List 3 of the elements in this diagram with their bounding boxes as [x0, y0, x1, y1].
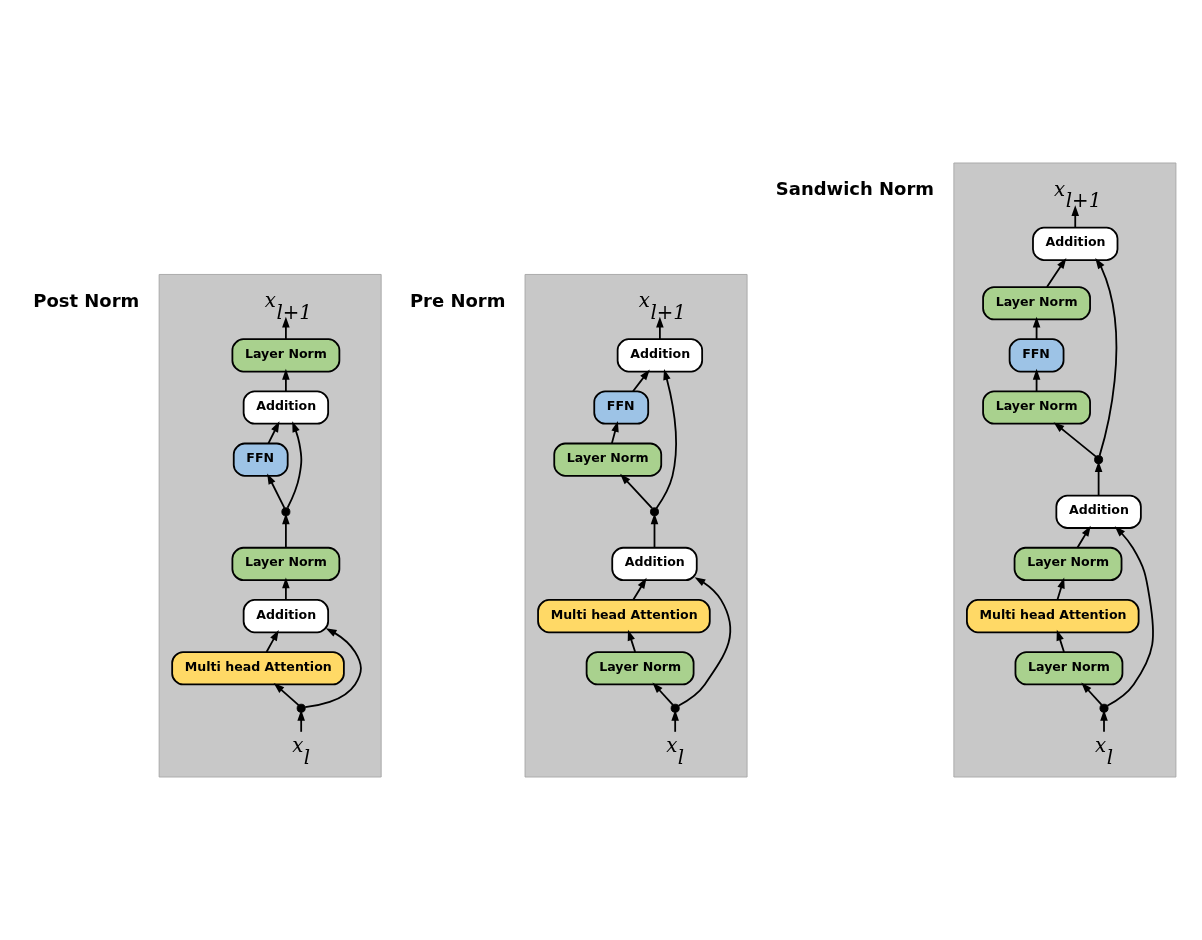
- label: Pre Norm: [409, 289, 506, 311]
- label: Sandwich Norm: [775, 178, 935, 200]
- label: Post Norm: [33, 289, 140, 311]
